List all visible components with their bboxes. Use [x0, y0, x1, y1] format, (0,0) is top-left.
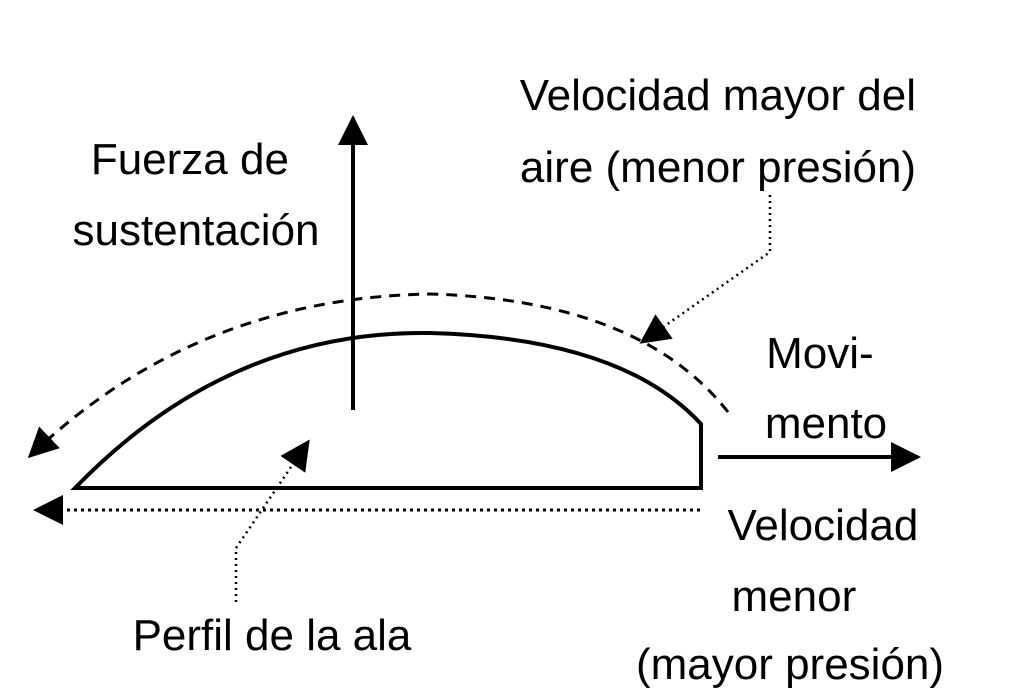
upper-air-label-line-2: aire (menor presión): [520, 143, 916, 192]
lower-air-label-line-1: Velocidad: [727, 501, 918, 550]
upper-airflow-arrow: [27, 292, 730, 459]
lower-air-label-line-3: (mayor presión): [636, 640, 944, 689]
lift-label-line-1: Fuerza de: [91, 135, 289, 184]
lift-label-line-2: sustentación: [72, 206, 319, 255]
upper-air-label: Velocidad mayor del aire (menor presión): [520, 71, 928, 192]
movement-label: Movi- mento: [765, 329, 887, 448]
lower-air-label: Velocidad menor (mayor presión): [636, 501, 944, 689]
lower-air-label-line-2: menor: [732, 572, 857, 621]
wing-profile-shape: [70, 330, 703, 490]
movement-label-line-1: Movi-: [766, 329, 874, 378]
upper-air-label-line-1: Velocidad mayor del: [520, 71, 916, 120]
upper-air-leader-line: [639, 195, 772, 344]
wing-profile-label: Perfil de la ala: [133, 611, 412, 660]
wing-profile-leader-line: [234, 439, 310, 602]
lift-label: Fuerza de sustentación: [72, 135, 319, 255]
movement-label-line-2: mento: [765, 399, 887, 448]
